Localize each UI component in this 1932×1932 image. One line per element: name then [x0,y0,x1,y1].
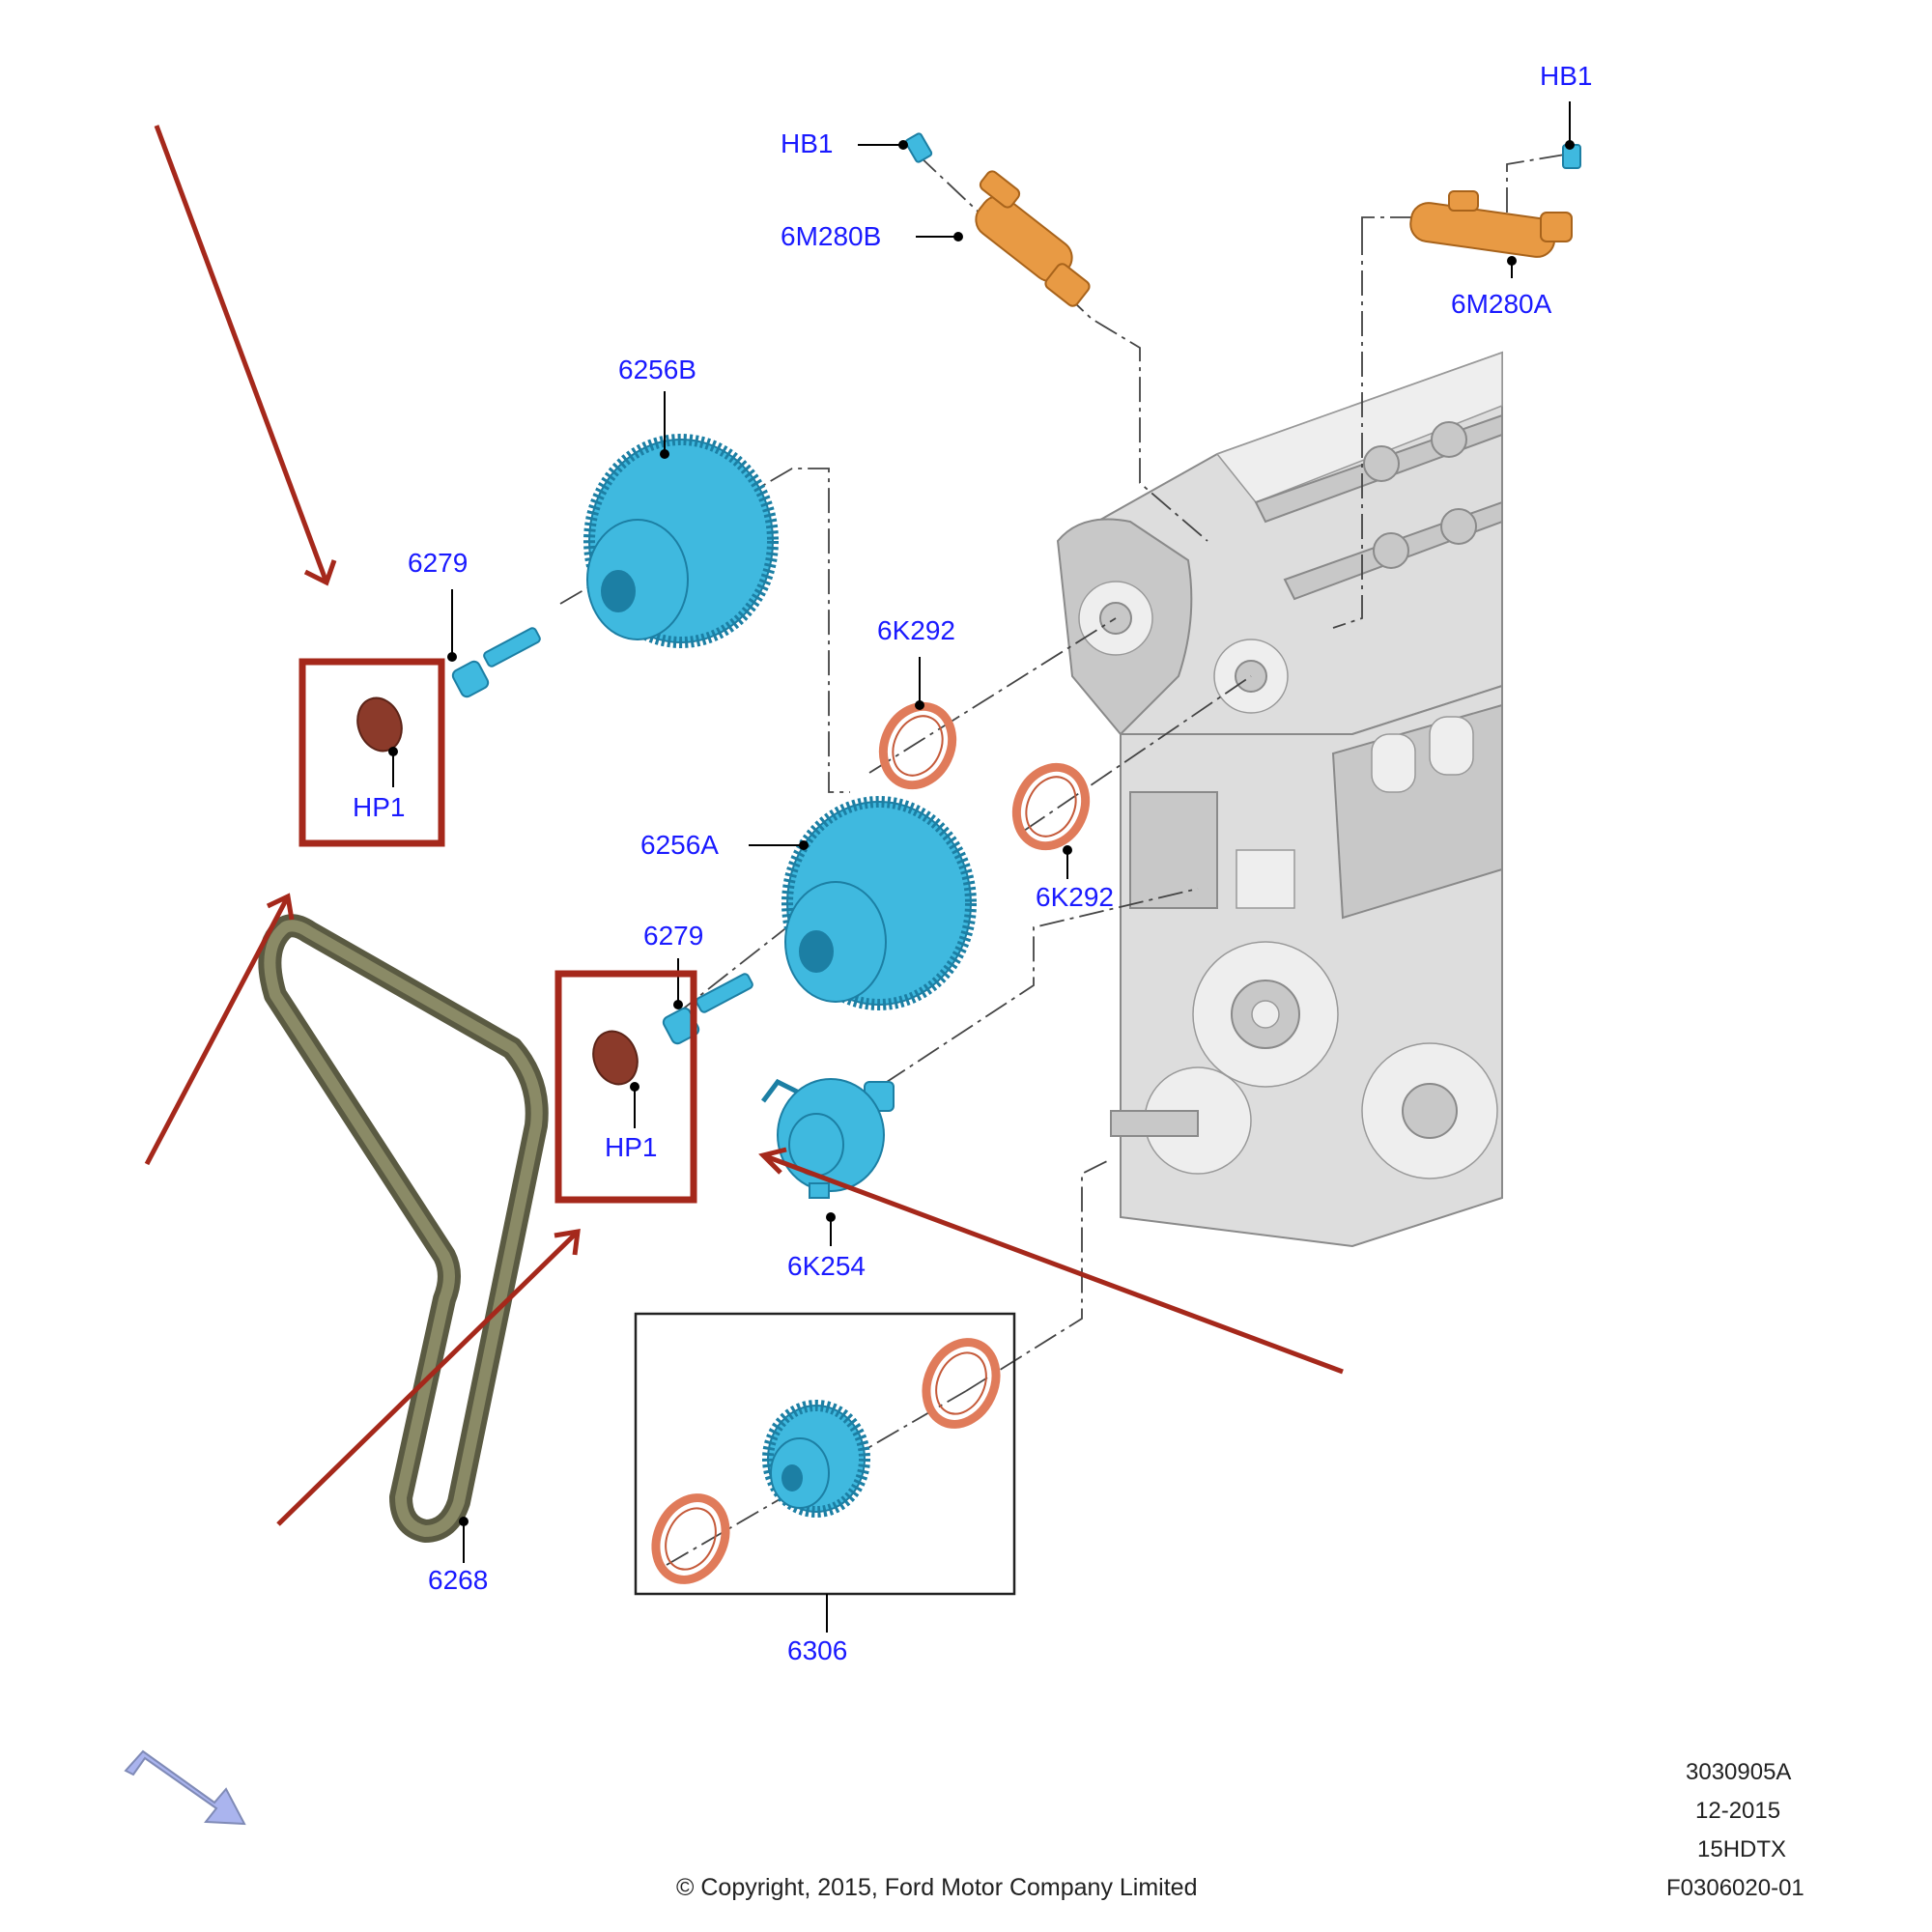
bolt-6279-lower [662,973,753,1045]
red-arrow-mid-left [144,893,295,1166]
timing-belt-6268 [258,914,549,1543]
label-6279-lower: 6279 [643,921,703,951]
label-6k292-lower: 6K292 [1036,882,1114,912]
engine-block [1056,351,1503,1248]
bolt-6279-upper [451,627,541,698]
highlight-box-hp1-upper [298,658,445,847]
callout-labels: HB1 6M280B HB1 6M280A 6256B 6279 6K292 6… [353,61,1592,1665]
crank-sprocket-kit-6306 [634,1312,1016,1596]
leader-lines [388,101,1575,1633]
red-arrow-right [758,1147,1344,1375]
plug-hp1-upper [356,696,403,753]
solenoid-6m280b [975,170,1091,307]
highlight-annotations [144,125,1344,1526]
plug-hp1-lower [592,1030,639,1086]
figure-reference: F0306020-01 [1666,1875,1804,1901]
solenoid-6m280a [1409,190,1573,258]
highlight-box-hp1-lower [554,970,697,1204]
illustration-id: 3030905A [1686,1759,1791,1785]
label-6279-upper: 6279 [408,548,468,578]
label-6306: 6306 [787,1635,847,1665]
label-6256a: 6256A [640,830,719,860]
label-hp1-upper: HP1 [353,792,405,822]
sprocket-6256a [781,796,977,1010]
label-hb1-left: HB1 [781,128,833,158]
label-6m280b: 6M280B [781,221,881,251]
label-6268: 6268 [428,1565,488,1595]
bolt-hb1-left [904,132,933,163]
seal-6k292-upper [878,701,957,790]
label-6m280a: 6M280A [1451,289,1552,319]
sprocket-6256b [583,434,779,648]
label-6256b: 6256B [618,355,696,384]
illustration-date: 12-2015 [1695,1798,1780,1824]
model-code: 15HDTX [1697,1836,1786,1862]
red-arrow-bottom-left [276,1228,581,1526]
red-arrow-top-left [154,125,337,586]
label-hb1-right: HB1 [1540,61,1592,91]
seal-6k292-lower [1011,762,1091,851]
label-6k254: 6K254 [787,1251,866,1281]
copyright-notice: © Copyright, 2015, Ford Motor Company Li… [676,1874,1198,1901]
label-hp1-lower: HP1 [605,1132,657,1162]
label-6k292-upper: 6K292 [877,615,955,645]
footer: 3030905A 12-2015 15HDTX F0306020-01 © Co… [676,1759,1804,1901]
view-direction-arrow-icon [124,1749,246,1826]
